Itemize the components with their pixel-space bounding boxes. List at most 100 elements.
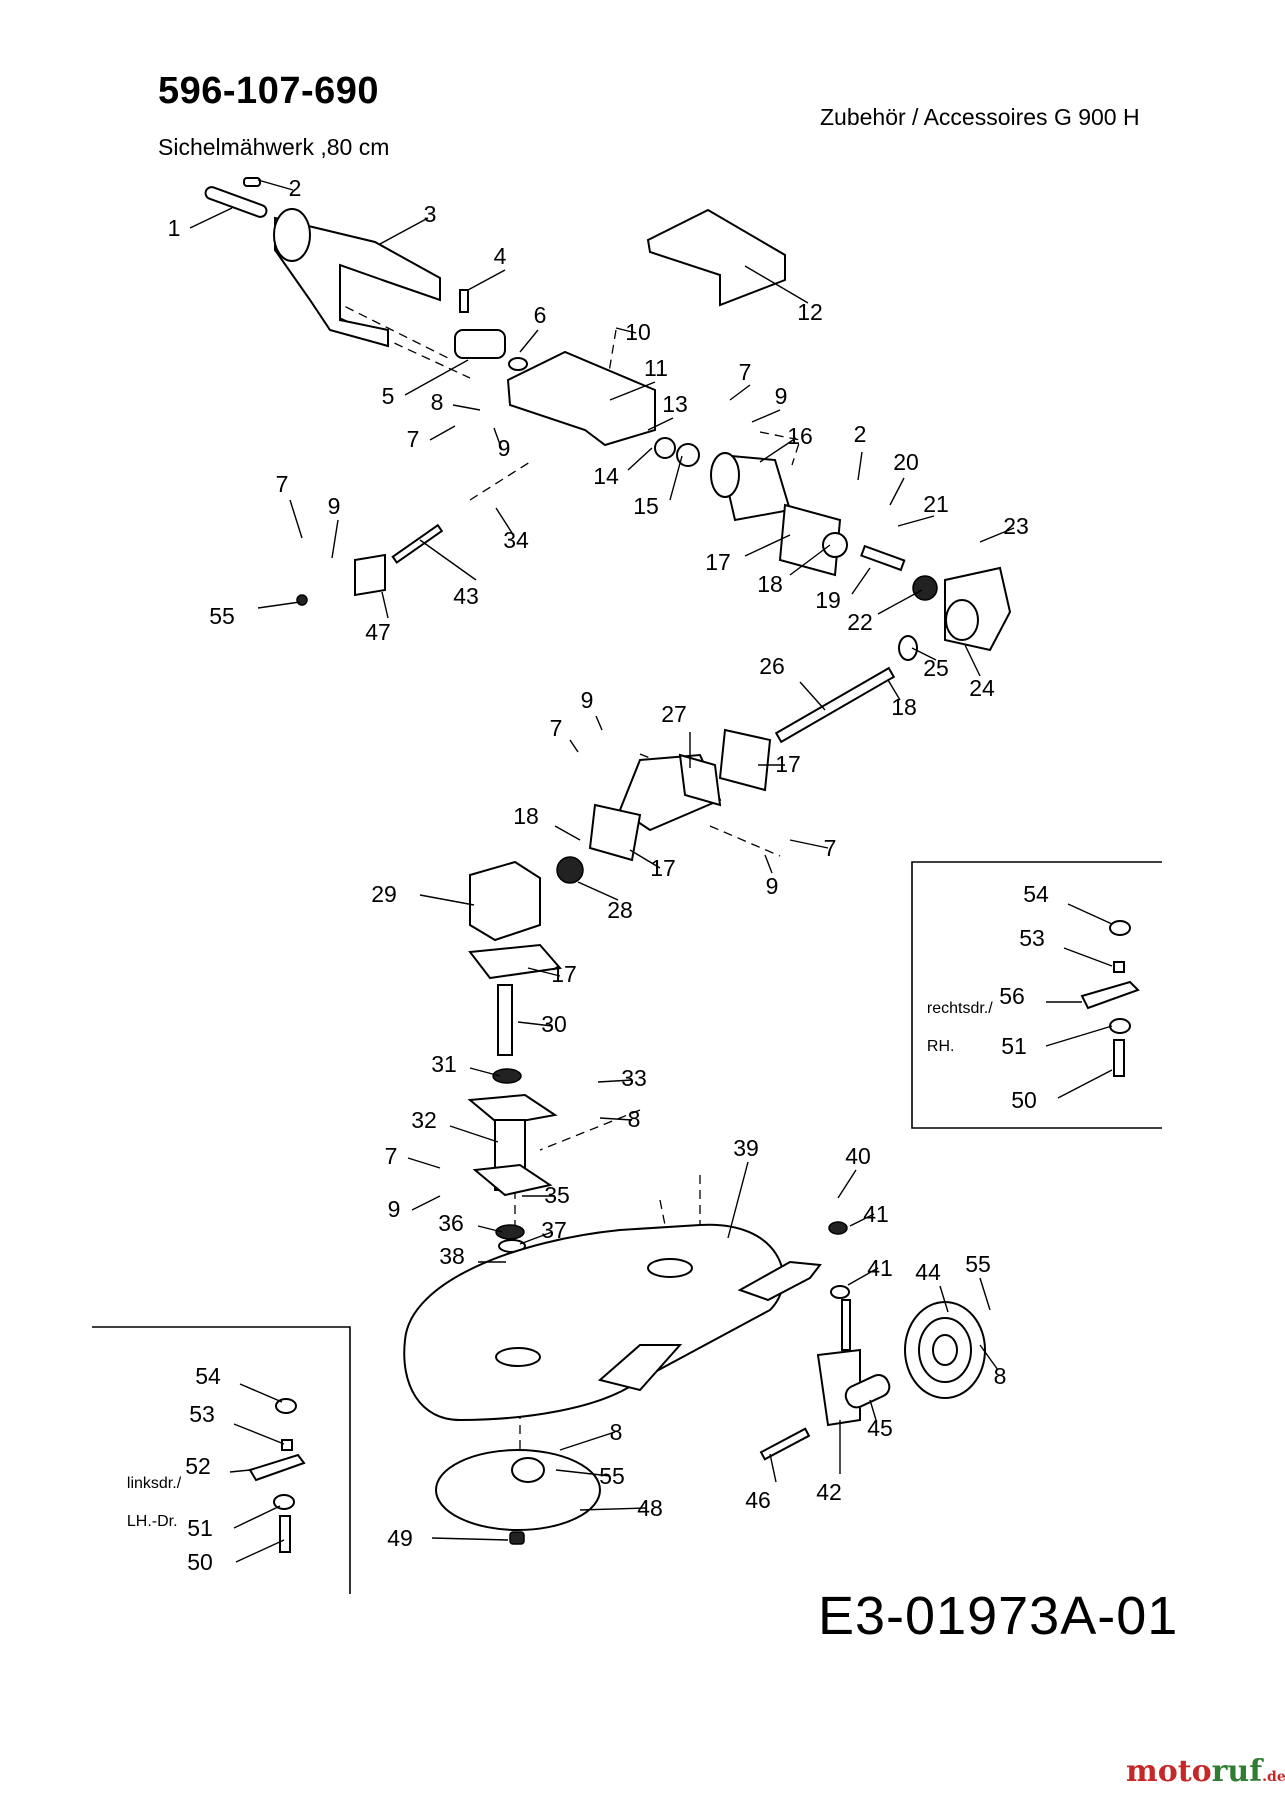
callout-number-9: 9 [328,493,341,519]
callout-number-22: 22 [847,609,873,635]
callout-number-10: 10 [625,319,651,345]
part-number: 596-107-690 [158,70,380,112]
callout-number-43: 43 [453,583,479,609]
callout-leader-45 [869,1399,877,1421]
callout-leader-26 [799,681,826,711]
callout-leader-24 [964,644,981,677]
callout-number-9: 9 [766,873,779,899]
callout-number-49: 49 [387,1525,413,1551]
callout-leader-54 [239,1383,283,1403]
callout-leader-41 [849,1213,875,1227]
callout-number-50: 50 [1011,1087,1037,1113]
callout-number-7: 7 [824,835,837,861]
callout-number-55: 55 [209,603,235,629]
callout-leader-10 [615,327,637,334]
subtitle: Sichelmähwerk ,80 cm [158,134,390,160]
callout-leader-29 [419,894,475,906]
callout-number-7: 7 [385,1143,398,1169]
callout-number-17: 17 [705,549,731,575]
callout-number-56: 56 [999,983,1025,1009]
callout-leader-19 [851,567,871,595]
callout-leader-2 [257,179,294,191]
callout-number-37: 37 [541,1217,567,1243]
callout-leader-30 [517,1021,553,1027]
callout-number-9: 9 [498,435,511,461]
inset-label-lh-de: linksdr./ [126,1475,182,1492]
inset-label-rh-de: rechtsdr./ [926,1000,993,1017]
callout-leader-7 [429,425,456,441]
callout-number-25: 25 [923,655,949,681]
callout-leader-49 [431,1537,509,1541]
callout-number-5: 5 [382,383,395,409]
callout-number-18: 18 [757,571,783,597]
callout-number-3: 3 [424,201,437,227]
callout-leader-18 [789,544,831,576]
callout-leader-47 [381,591,389,619]
callout-number-36: 36 [438,1210,464,1236]
callout-number-18: 18 [513,803,539,829]
callout-number-54: 54 [195,1363,221,1389]
callout-leader-55 [555,1469,611,1477]
callout-leader-7 [407,1157,441,1169]
callout-number-39: 39 [733,1135,759,1161]
callout-leader-14 [627,447,653,471]
drawing-code: E3-01973A-01 [818,1586,1179,1646]
callout-number-31: 31 [431,1051,457,1077]
callout-number-20: 20 [893,449,919,475]
callout-leader-12 [744,265,809,304]
callout-number-21: 21 [923,491,949,517]
callout-leader-9 [331,519,339,559]
callout-number-27: 27 [661,701,687,727]
callout-number-19: 19 [815,587,841,613]
callout-number-8: 8 [610,1419,623,1445]
callout-leader-2 [857,451,863,481]
callout-leader-55 [257,601,301,609]
callout-leader-50 [235,1539,285,1563]
callout-number-4: 4 [494,243,507,269]
callout-leader-15 [669,455,683,501]
callout-number-35: 35 [544,1182,570,1208]
callout-number-28: 28 [607,897,633,923]
callout-number-30: 30 [541,1011,567,1037]
callout-leader-4 [467,269,506,291]
callout-number-40: 40 [845,1143,871,1169]
callout-leader-51 [233,1505,281,1529]
callout-number-6: 6 [534,302,547,328]
callout-number-53: 53 [1019,925,1045,951]
callout-leader-21 [897,515,935,527]
inset-label-left-hand: linksdr./ LH.-Dr. [118,1455,181,1531]
callout-number-42: 42 [816,1479,842,1505]
callout-number-11: 11 [644,355,668,381]
callout-leader-3 [379,217,429,245]
callout-number-2: 2 [289,175,302,201]
callout-number-51: 51 [187,1515,213,1541]
callout-number-7: 7 [407,426,420,452]
inset-frame-left-hand [92,1326,351,1594]
inset-frame-right-hand [911,861,1162,1129]
callout-number-17: 17 [551,961,577,987]
callout-number-23: 23 [1003,513,1029,539]
callout-leader-17 [744,534,791,557]
callout-leader-16 [759,437,797,463]
callout-number-8: 8 [628,1106,641,1132]
accessory-label: Zubehör / Accessoires G 900 H [820,104,1140,130]
callout-number-55: 55 [965,1251,991,1277]
callout-leader-20 [889,477,905,506]
callout-leader-8 [599,1117,633,1121]
callout-number-15: 15 [633,493,659,519]
callout-leader-9 [493,427,503,451]
callout-number-1: 1 [168,215,181,241]
callout-leader-23 [979,527,1015,543]
callout-number-50: 50 [187,1549,213,1575]
callout-leader-9 [595,715,603,731]
callout-number-17: 17 [775,751,801,777]
watermark-logo: motoruf.de [1126,1754,1285,1789]
callout-leader-54 [1067,903,1113,925]
callout-leader-40 [837,1169,857,1199]
callout-leader-44 [939,1285,949,1313]
callout-number-2: 2 [854,421,867,447]
callout-number-9: 9 [388,1196,401,1222]
callout-leader-32 [449,1125,499,1143]
callout-number-48: 48 [637,1495,663,1521]
callout-number-24: 24 [969,675,995,701]
